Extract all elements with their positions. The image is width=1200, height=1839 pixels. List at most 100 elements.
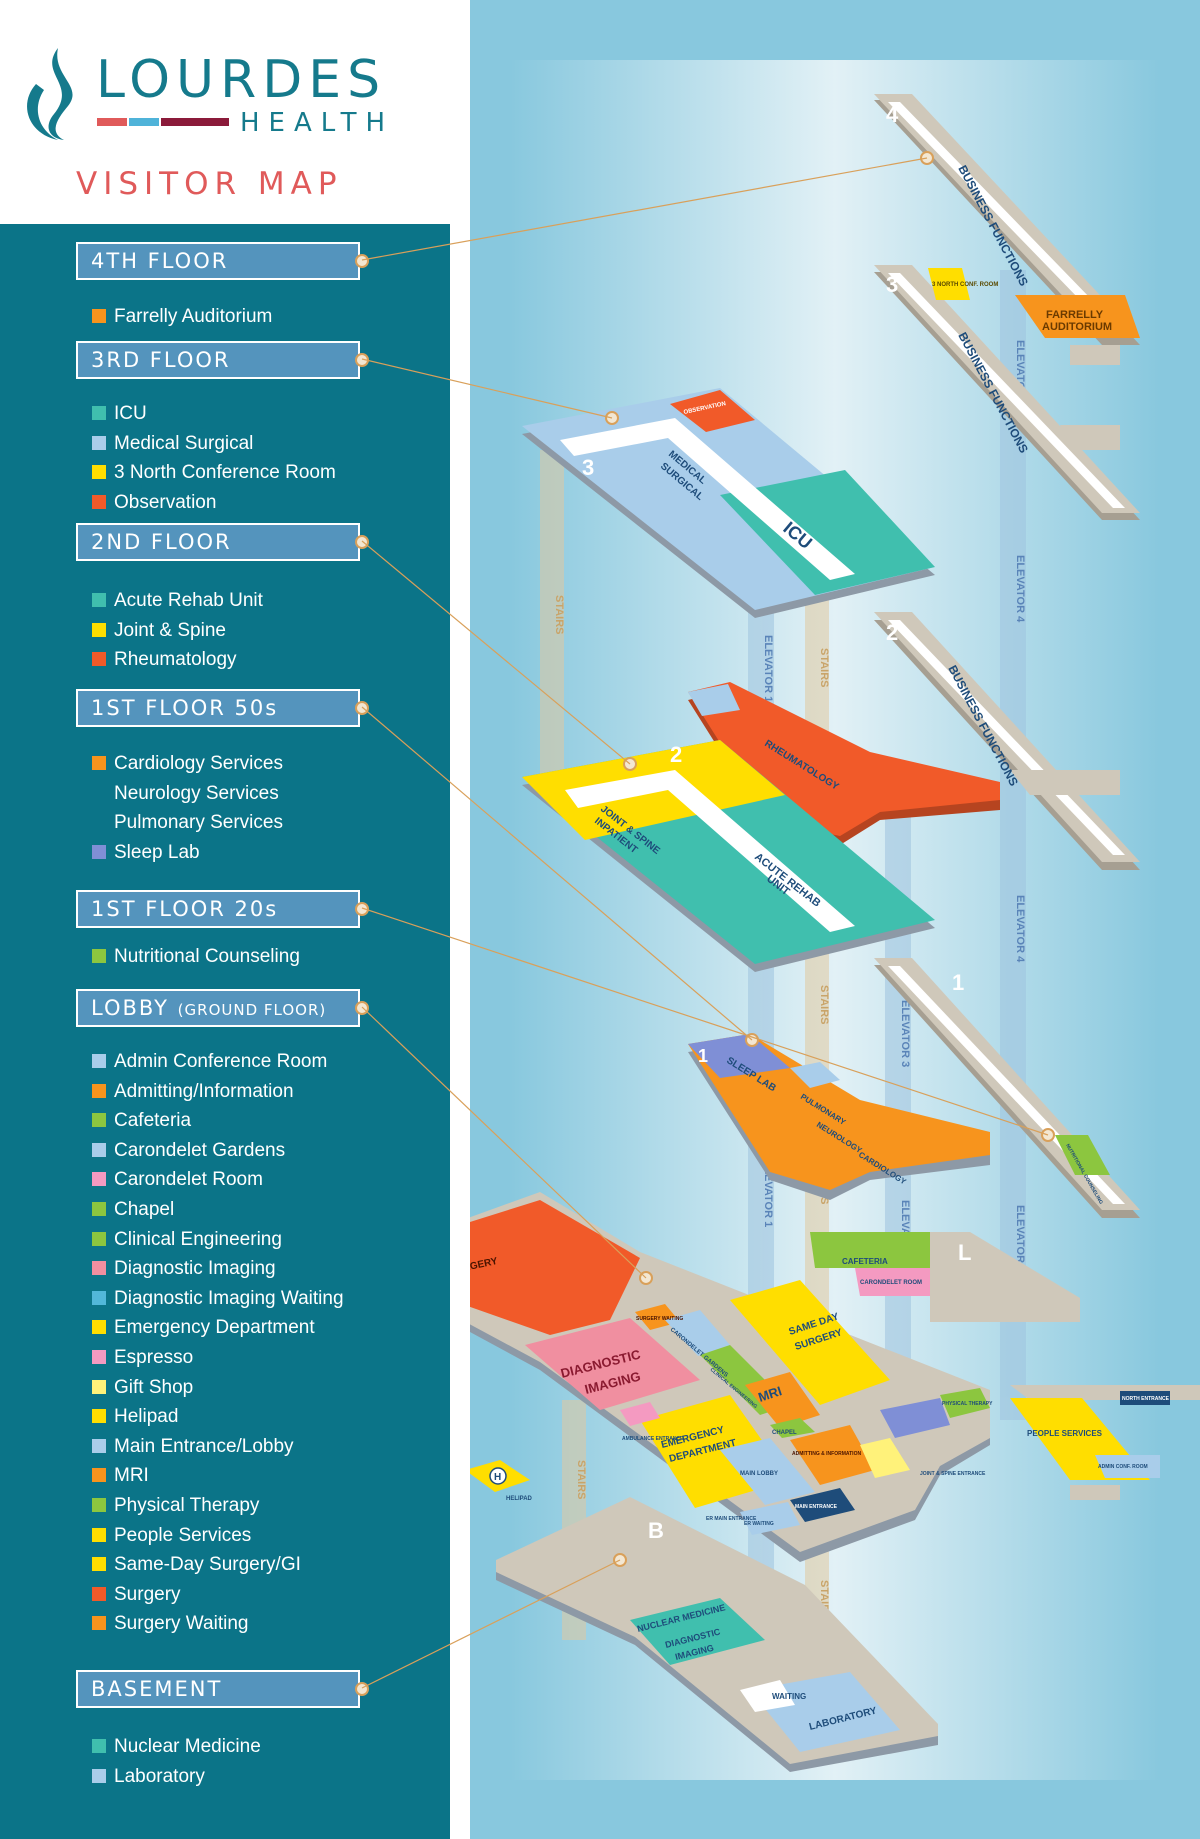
- floor-tab-label: 1ST FLOOR 20s: [91, 897, 279, 921]
- er-main-entrance-label: ER MAIN ENTRANCE: [706, 1516, 757, 1522]
- legend-item: Surgery Waiting: [92, 1612, 248, 1636]
- legend-item: Observation: [92, 491, 216, 515]
- legend-label: Neurology Services: [114, 782, 279, 804]
- floor-tab-label: BASEMENT: [91, 1677, 223, 1701]
- legend-label: People Services: [114, 1524, 252, 1546]
- legend-item: Laboratory: [92, 1765, 205, 1789]
- legend-swatch: [92, 406, 106, 420]
- legend-swatch: [92, 756, 106, 770]
- legend-swatch: [92, 1350, 106, 1364]
- legend-swatch: [92, 435, 106, 450]
- header: LOURDES HEALTH VISITOR MAP: [0, 0, 470, 224]
- legend-item: Gift Shop: [92, 1376, 193, 1400]
- chapel-label: CHAPEL: [772, 1430, 797, 1436]
- legend-swatch: [92, 949, 106, 963]
- legend-item: Nutritional Counseling: [92, 945, 300, 969]
- floor-2-business-plan: 2 BUSINESS FUNCTIONS: [874, 612, 1140, 870]
- elevator-3-label: ELEVATOR 3: [899, 1000, 911, 1067]
- legend-item: Surgery: [92, 1583, 181, 1607]
- legend-item: Rheumatology: [92, 648, 237, 672]
- floor-1-50s-number: 1: [698, 1046, 708, 1066]
- legend-item: Main Entrance/Lobby: [92, 1435, 294, 1459]
- legend-swatch: [92, 1231, 106, 1246]
- legend-label: Joint & Spine: [114, 619, 226, 641]
- lobby-map-dot: [639, 1271, 653, 1285]
- floor-4-plan: 4 FARRELLY AUDITORIUM BUSINESS FUNCTIONS: [874, 94, 1140, 365]
- stairs-label-2: STAIRS: [818, 648, 830, 688]
- legend-swatch: [92, 1320, 106, 1335]
- legend-item: Same-Day Surgery/GI: [92, 1553, 301, 1577]
- floor-2-number: 2: [886, 620, 898, 645]
- floor-tab-dot: [355, 1001, 369, 1015]
- legend-swatch: [92, 1409, 106, 1424]
- stairs-label-3: STAIRS: [818, 985, 830, 1025]
- physical-therapy-label: PHYSICAL THERAPY: [942, 1401, 993, 1407]
- legend-label: Rheumatology: [114, 649, 237, 671]
- legend-swatch: [92, 1498, 106, 1512]
- floor-tab-label: 2ND FLOOR: [91, 530, 232, 554]
- surgery-waiting-label: SURGERY WAITING: [636, 1316, 683, 1322]
- legend-label: Physical Therapy: [114, 1495, 260, 1516]
- floor-2-main-number: 2: [670, 742, 682, 767]
- floor-tab-dot: [355, 535, 369, 549]
- floor-tab-sublabel: (GROUND FLOOR): [177, 1001, 327, 1019]
- legend-label: Diagnostic Imaging: [114, 1258, 276, 1280]
- floor-4-map-dot: [920, 151, 934, 165]
- main-entrance-label: MAIN ENTRANCE: [795, 1504, 838, 1510]
- building-map: ELEVATOR 4 ELEVATOR 4 ELEVATOR 4 ELEVATO…: [470, 0, 1200, 1839]
- elevator-4-label-4: ELEVATOR 4: [1014, 1205, 1026, 1273]
- legend-item: Admitting/Information: [92, 1080, 294, 1104]
- floor-tab-4: 1ST FLOOR 20s: [76, 890, 360, 928]
- legend-label: Helipad: [114, 1406, 179, 1428]
- elevator-1-label: ELEVATOR 1: [762, 635, 774, 702]
- floor-2-map-dot: [623, 757, 637, 771]
- logo-subtitle: HEALTH: [240, 108, 395, 138]
- legend-swatch: [92, 1468, 106, 1483]
- legend-item: Cardiology Services: [92, 752, 283, 776]
- er-waiting-label: ER WAITING: [744, 1521, 774, 1527]
- page-title: VISITOR MAP: [76, 166, 343, 202]
- legend-item: People Services: [92, 1524, 251, 1548]
- legend-label: Acute Rehab Unit: [114, 590, 263, 611]
- legend-item: Diagnostic Imaging Waiting: [92, 1287, 344, 1311]
- floor-tab-dot: [355, 353, 369, 367]
- legend-swatch: [92, 1083, 106, 1098]
- legend-label: MRI: [114, 1465, 149, 1487]
- floor-tab-label: 4TH FLOOR: [91, 249, 229, 273]
- legend-item: Neurology Services: [92, 782, 279, 806]
- legend-label: Observation: [114, 491, 217, 513]
- legend-item: Clinical Engineering: [92, 1228, 282, 1252]
- admitting-label: ADMITTING & INFORMATION: [792, 1451, 861, 1457]
- stairs-label-6: STAIRS: [575, 1460, 587, 1500]
- legend-swatch: [92, 1527, 106, 1542]
- legend-item: MRI: [92, 1464, 149, 1488]
- carondelet-room-label: CARONDELET ROOM: [860, 1280, 922, 1286]
- auditorium-label: AUDITORIUM: [1042, 321, 1112, 333]
- legend-label: Cafeteria: [114, 1110, 192, 1132]
- legend-item: Medical Surgical: [92, 432, 253, 456]
- legend-label: Same-Day Surgery/GI: [114, 1554, 301, 1576]
- legend-label: Admin Conference Room: [114, 1051, 328, 1072]
- legend-label: ICU: [114, 403, 147, 424]
- legend-label: Medical Surgical: [114, 432, 254, 454]
- floor-tab-1: 3RD FLOOR: [76, 341, 360, 379]
- floor-3-number: 3: [886, 272, 898, 297]
- legend-label: Carondelet Room: [114, 1169, 263, 1191]
- legend-label: Sleep Lab: [114, 841, 200, 863]
- basement-number: B: [648, 1518, 664, 1543]
- helipad-label: HELIPAD: [506, 1496, 533, 1502]
- legend-swatch: [92, 1739, 106, 1753]
- legend-swatch: [92, 309, 106, 323]
- floor-3-business-plan: 3 3 NORTH CONF. ROOM BUSINESS FUNCTIONS: [874, 265, 1140, 520]
- floor-3-map-dot: [605, 411, 619, 425]
- mri-label: MRI: [756, 1383, 783, 1405]
- legend-item: Emergency Department: [92, 1316, 315, 1340]
- north-entrance-label: NORTH ENTRANCE: [1122, 1396, 1170, 1402]
- ambulance-entrance-label: AMBULANCE ENTRANCE: [622, 1436, 684, 1442]
- floor-tab-2: 2ND FLOOR: [76, 523, 360, 561]
- logo-icon: [27, 48, 73, 140]
- legend-swatch: [92, 1202, 106, 1216]
- legend-label: Main Entrance/Lobby: [114, 1435, 294, 1457]
- floor-1-number: 1: [952, 970, 964, 995]
